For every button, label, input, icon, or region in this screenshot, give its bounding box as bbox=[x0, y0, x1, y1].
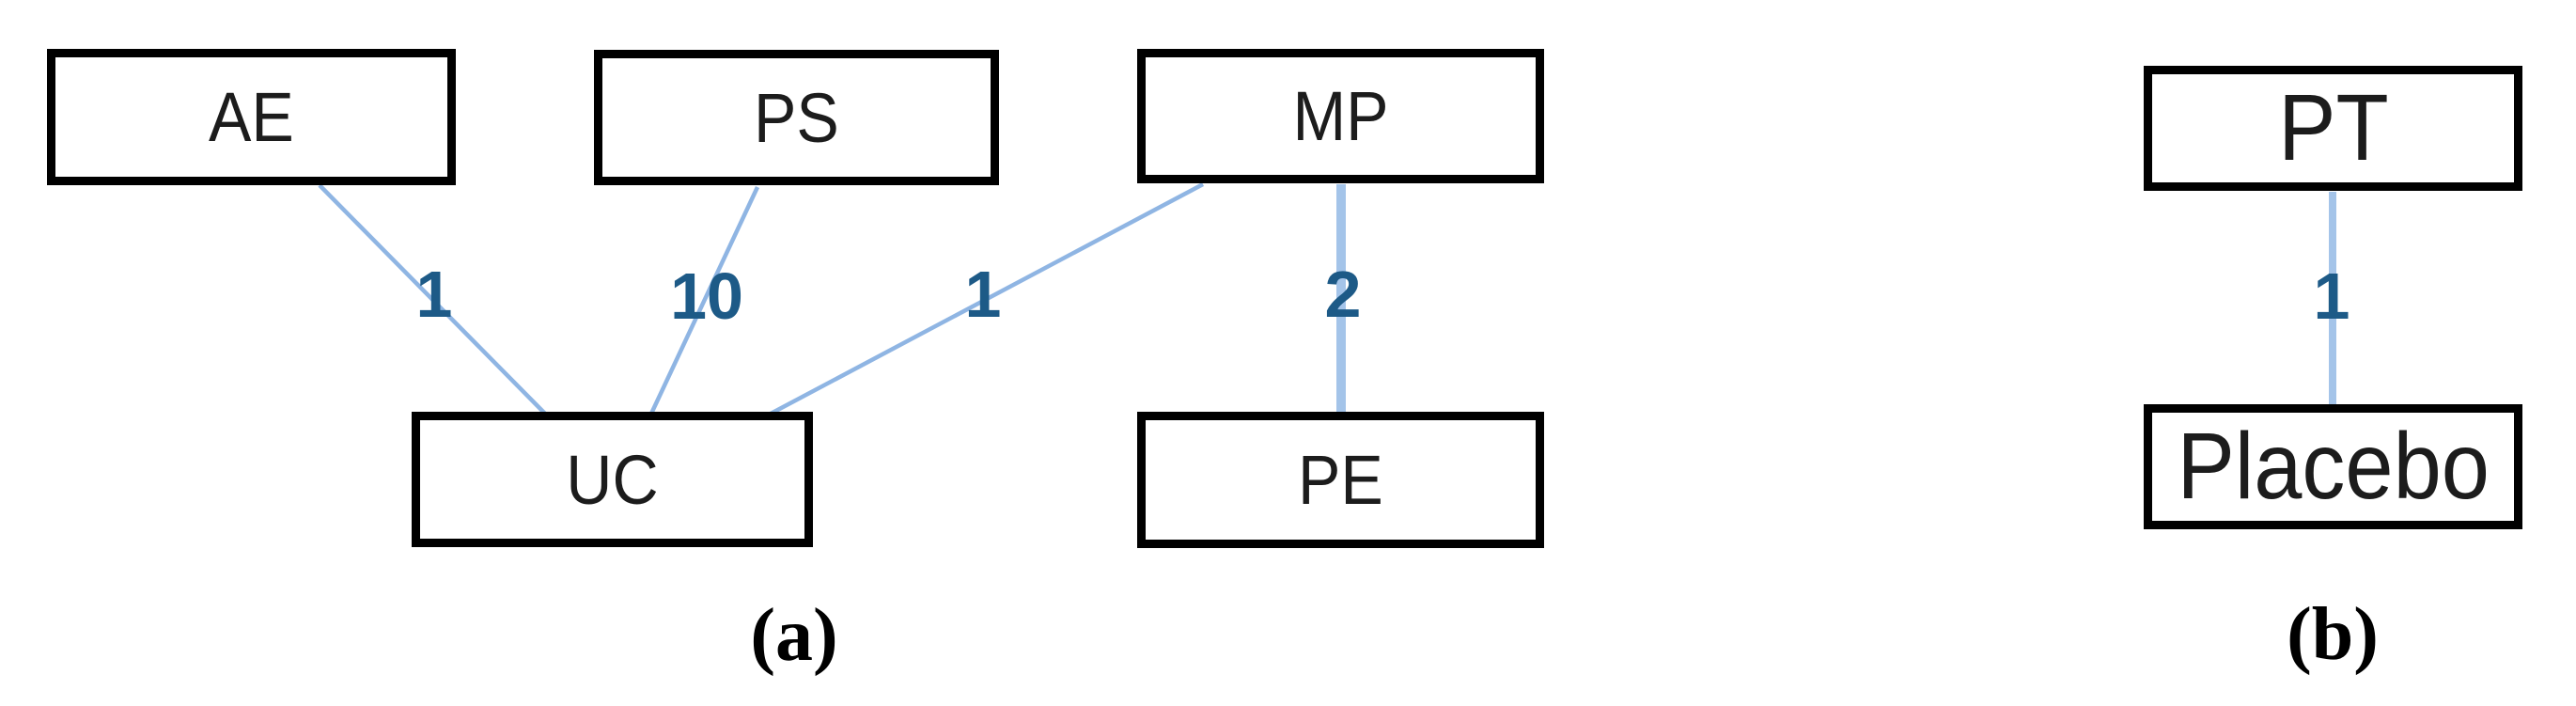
node-ae: AE bbox=[47, 49, 456, 185]
edge-ps-uc-weight: 10 bbox=[670, 259, 743, 333]
node-placebo-label: Placebo bbox=[2177, 414, 2490, 519]
node-uc: UC bbox=[412, 412, 813, 547]
node-placebo: Placebo bbox=[2144, 404, 2522, 529]
node-mp-label: MP bbox=[1292, 77, 1389, 155]
panel-a-caption: (a) bbox=[750, 594, 838, 677]
node-pt-label: PT bbox=[2277, 75, 2389, 180]
edge-mp-pe-weight: 2 bbox=[1324, 258, 1362, 331]
edge-ps-uc bbox=[648, 186, 760, 415]
edge-mp-uc-weight: 1 bbox=[964, 258, 1002, 331]
node-ps-label: PS bbox=[754, 78, 839, 157]
panel-b-caption: (b) bbox=[2287, 593, 2379, 676]
edge-pt-placebo-weight: 1 bbox=[2313, 259, 2350, 333]
node-pe-label: PE bbox=[1298, 441, 1383, 519]
node-mp: MP bbox=[1137, 49, 1544, 183]
edge-ae-uc-weight: 1 bbox=[415, 258, 453, 331]
node-pt: PT bbox=[2144, 66, 2522, 191]
node-uc-label: UC bbox=[566, 440, 659, 519]
node-ae-label: AE bbox=[209, 78, 294, 156]
node-pe: PE bbox=[1137, 412, 1544, 548]
edge-ae-uc bbox=[318, 183, 547, 416]
edge-mp-uc bbox=[769, 182, 1205, 416]
node-ps: PS bbox=[594, 50, 999, 185]
